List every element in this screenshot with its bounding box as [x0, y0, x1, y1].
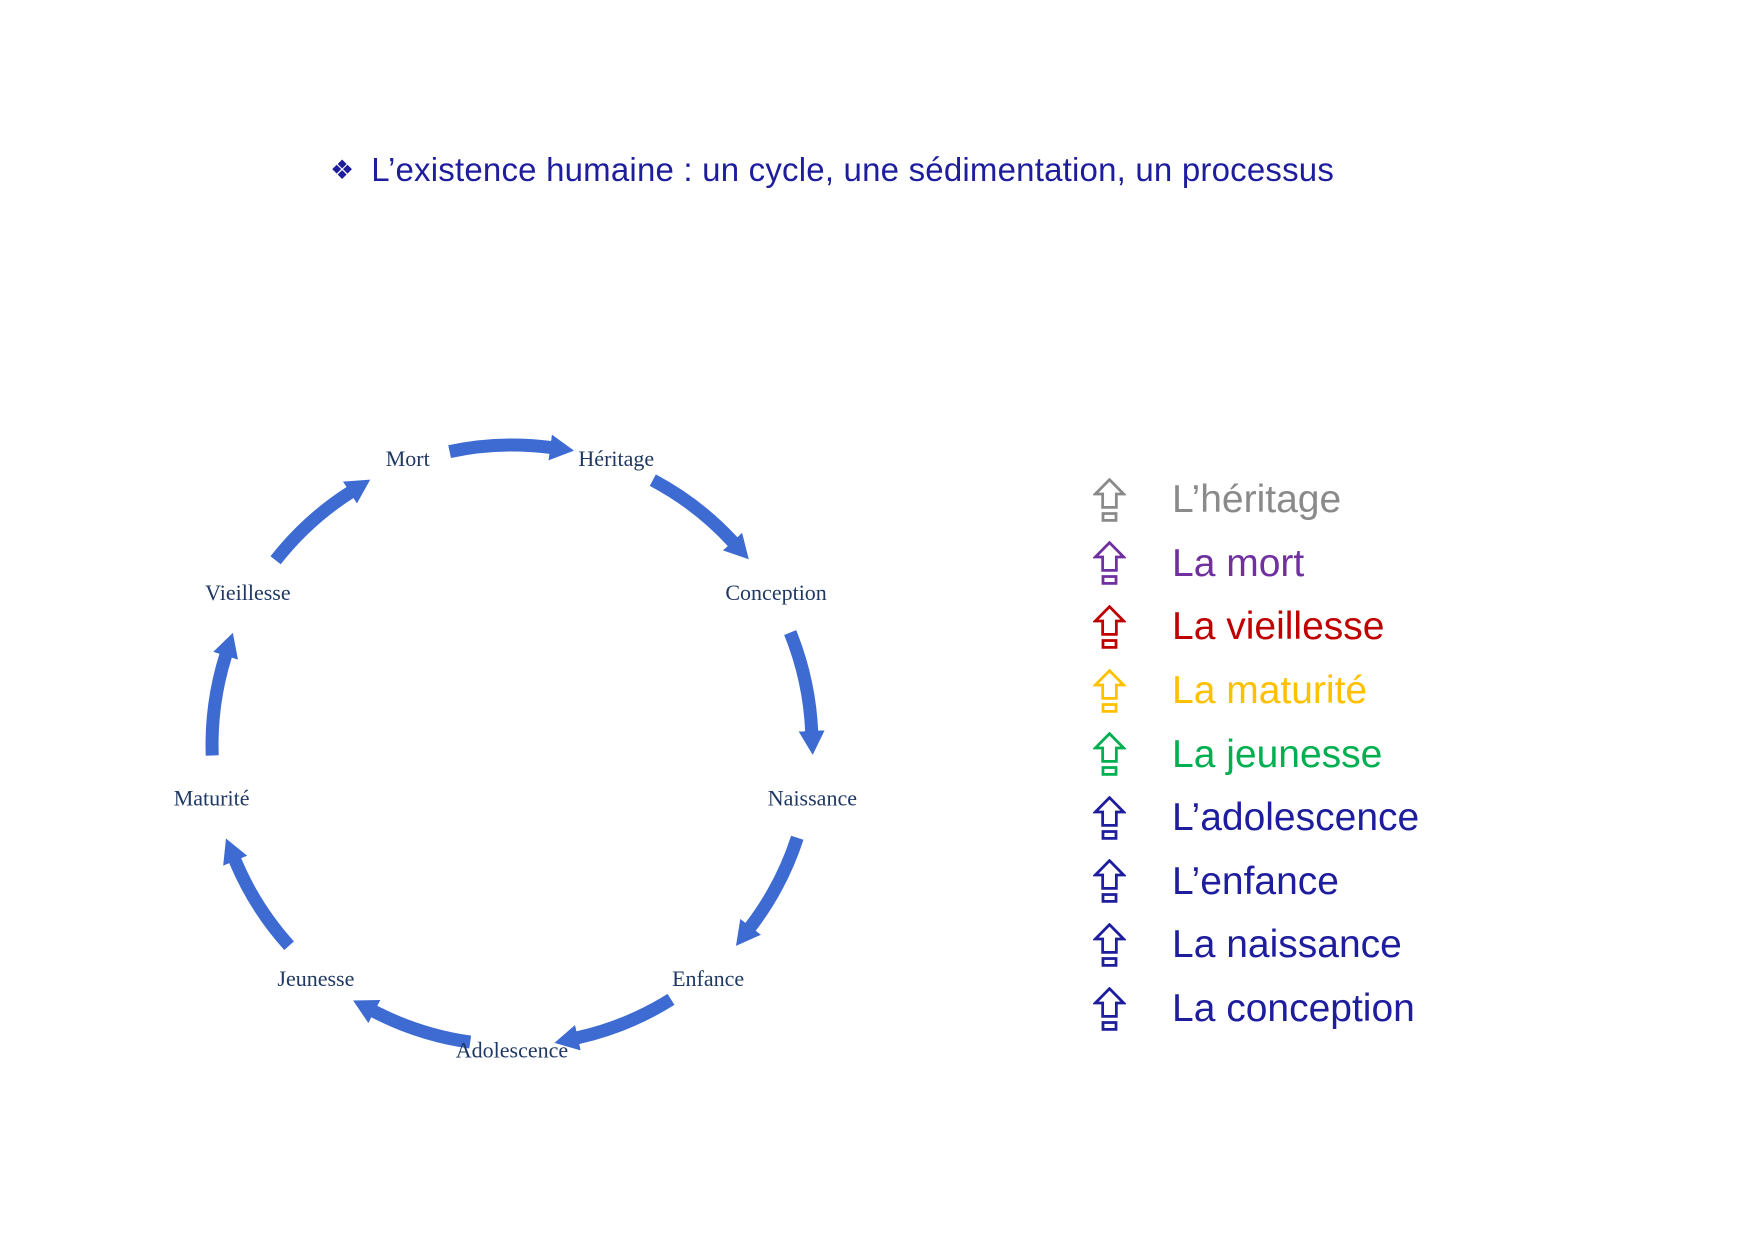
cycle-arrow — [448, 434, 575, 461]
cycle-arrow — [223, 838, 294, 951]
legend-item: L’héritage — [1093, 468, 1419, 532]
cycle-stage-label: Enfance — [672, 966, 744, 991]
slide-title: ❖ L’existence humaine : un cycle, une sé… — [330, 150, 1334, 190]
legend-item: La naissance — [1093, 913, 1419, 977]
cycle-labels-group: Mort HéritageConceptionNaissanceEnfanceAd… — [174, 446, 857, 1063]
cycle-arrow — [784, 630, 825, 755]
legend-list: L’héritage La mort La vieillesse La matu… — [1093, 468, 1419, 1040]
cycle-stage-label: Naissance — [768, 786, 857, 811]
cycle-stage-label: Mort — [386, 446, 430, 471]
cycle-arrow — [353, 1000, 472, 1049]
legend-item-label: La jeunesse — [1172, 732, 1383, 776]
cycle-arrows-group — [205, 434, 825, 1051]
cycle-stage-label: Jeunesse — [277, 966, 354, 991]
legend-item-label: L’héritage — [1172, 478, 1342, 522]
up-arrow-icon — [1093, 795, 1126, 840]
diamond-bullet-icon: ❖ — [330, 155, 355, 186]
legend-item-label: La conception — [1172, 987, 1415, 1031]
legend-item: L’enfance — [1093, 850, 1419, 914]
legend-item-label: L’enfance — [1172, 859, 1339, 903]
up-arrow-icon — [1093, 922, 1126, 967]
legend-item-label: La mort — [1172, 541, 1305, 585]
legend-item-label: La maturité — [1172, 669, 1368, 713]
cycle-arrow — [649, 474, 749, 560]
legend-item: La mort — [1093, 532, 1419, 596]
cycle-stage-label: Maturité — [174, 786, 250, 811]
cycle-stage-label: Vieillesse — [205, 580, 290, 605]
legend-item: La conception — [1093, 977, 1419, 1041]
cycle-arrow — [736, 835, 804, 946]
up-arrow-icon — [1093, 859, 1126, 904]
cycle-stage-label: Héritage — [578, 446, 654, 471]
legend-item: L’adolescence — [1093, 786, 1419, 850]
legend-item: La vieillesse — [1093, 595, 1419, 659]
legend-item-label: La naissance — [1172, 923, 1402, 967]
cycle-arrow — [205, 632, 238, 756]
up-arrow-icon — [1093, 604, 1126, 649]
up-arrow-icon — [1093, 541, 1126, 586]
up-arrow-icon — [1093, 986, 1126, 1031]
legend-item-label: L’adolescence — [1172, 796, 1420, 840]
up-arrow-icon — [1093, 668, 1126, 713]
cycle-arrow — [270, 479, 371, 565]
up-arrow-icon — [1093, 732, 1126, 776]
legend-item: La maturité — [1093, 659, 1419, 723]
up-arrow-icon — [1093, 477, 1126, 522]
cycle-stage-label: Conception — [725, 580, 826, 605]
cycle-arrow — [554, 993, 675, 1051]
legend-item: La jeunesse — [1093, 722, 1419, 786]
legend-item-label: La vieillesse — [1172, 605, 1385, 649]
cycle-stage-label: Adolescence — [456, 1038, 568, 1063]
slide-title-text: L’existence humaine : un cycle, une sédi… — [371, 151, 1335, 188]
